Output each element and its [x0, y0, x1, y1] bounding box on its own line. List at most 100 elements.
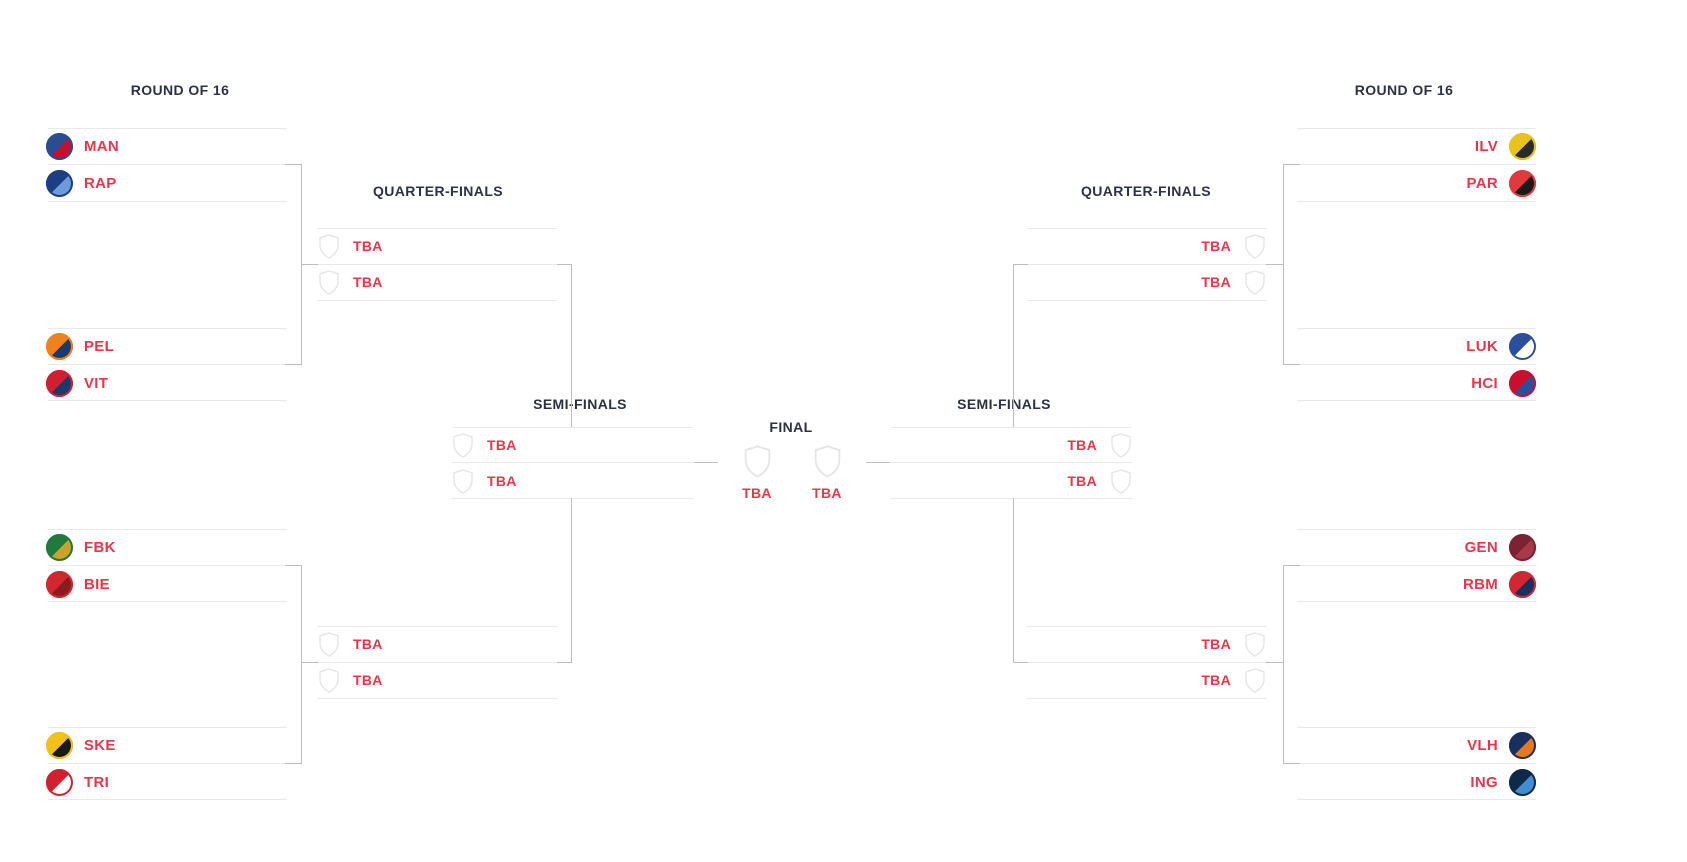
tba-label: TBA	[1201, 672, 1231, 688]
team-code: VLH	[1467, 736, 1498, 754]
divider-line	[48, 164, 287, 165]
connector-line	[557, 264, 572, 265]
team-row-rbm[interactable]: RBM	[1294, 566, 1536, 602]
divider-line	[1297, 799, 1536, 800]
qf-tba-slot: TBA	[318, 228, 557, 264]
team-code: PEL	[84, 337, 115, 355]
connector-line	[1283, 763, 1300, 764]
divider-line	[1027, 662, 1267, 663]
team-code: ING	[1470, 773, 1498, 791]
team-code: TRI	[84, 773, 110, 791]
team-row-hci[interactable]: HCI	[1294, 365, 1536, 401]
divider-line	[48, 601, 287, 602]
divider-line	[48, 529, 287, 530]
divider-line	[1297, 601, 1536, 602]
team-row-ing[interactable]: ING	[1294, 764, 1536, 800]
empty-shield-icon	[319, 667, 339, 693]
connector-line	[301, 662, 318, 663]
team-code: BIE	[84, 575, 110, 593]
final-tba-slot-right: TBA	[804, 445, 850, 501]
qf-tba-slot: TBA	[318, 662, 557, 698]
divider-line	[1297, 400, 1536, 401]
tba-label: TBA	[487, 437, 517, 453]
divider-line	[48, 201, 287, 202]
empty-shield-icon	[1245, 667, 1265, 693]
tba-label: TBA	[1201, 636, 1231, 652]
sf-tba-slot: TBA	[452, 427, 693, 463]
par-team-logo-icon	[1509, 169, 1536, 197]
team-row-pel[interactable]: PEL	[46, 328, 288, 364]
connector-line	[301, 264, 318, 265]
empty-shield-icon	[453, 468, 473, 494]
divider-line	[317, 300, 557, 301]
team-row-vit[interactable]: VIT	[46, 365, 288, 401]
empty-shield-icon	[1245, 269, 1265, 295]
tba-label: TBA	[353, 238, 383, 254]
man-team-logo-icon	[46, 132, 73, 160]
team-code: FBK	[84, 538, 116, 556]
divider-line	[48, 128, 287, 129]
pel-team-logo-icon	[46, 332, 73, 360]
team-row-ilv[interactable]: ILV	[1294, 128, 1536, 164]
connector-line	[1013, 264, 1014, 427]
divider-line	[1027, 228, 1267, 229]
qf-tba-slot: TBA	[1027, 662, 1266, 698]
connector-line	[1283, 164, 1284, 364]
connector-line	[694, 462, 718, 463]
divider-line	[452, 498, 693, 499]
team-row-vlh[interactable]: VLH	[1294, 727, 1536, 763]
connector-line	[557, 662, 572, 663]
ske-team-logo-icon	[46, 731, 73, 759]
divider-line	[48, 565, 287, 566]
team-row-par[interactable]: PAR	[1294, 165, 1536, 201]
team-code: MAN	[84, 137, 120, 155]
divider-line	[1297, 364, 1536, 365]
empty-shield-icon	[1111, 432, 1131, 458]
team-code: ILV	[1474, 137, 1498, 155]
team-code: HCI	[1471, 374, 1498, 392]
team-row-luk[interactable]: LUK	[1294, 328, 1536, 364]
quarter-finals-header-left: QUARTER-FINALS	[372, 183, 504, 199]
divider-line	[48, 727, 287, 728]
tba-label: TBA	[1201, 238, 1231, 254]
empty-shield-icon	[1111, 468, 1131, 494]
final-header: FINAL	[769, 419, 813, 435]
team-row-ske[interactable]: SKE	[46, 727, 288, 763]
team-row-bie[interactable]: BIE	[46, 566, 288, 602]
rbm-team-logo-icon	[1509, 570, 1536, 598]
divider-line	[48, 400, 287, 401]
connector-line	[1283, 565, 1300, 566]
team-row-gen[interactable]: GEN	[1294, 529, 1536, 565]
qf-tba-slot: TBA	[1027, 626, 1266, 662]
vlh-team-logo-icon	[1509, 731, 1536, 759]
divider-line	[317, 228, 557, 229]
fbk-team-logo-icon	[46, 533, 73, 561]
team-code: RAP	[84, 174, 117, 192]
divider-line	[1297, 727, 1536, 728]
divider-line	[317, 626, 557, 627]
final-tba-slot-left: TBA	[734, 445, 780, 501]
connector-line	[866, 462, 890, 463]
team-code: PAR	[1466, 174, 1498, 192]
divider-line	[1027, 300, 1267, 301]
connector-line	[571, 498, 572, 662]
divider-line	[1297, 529, 1536, 530]
connector-line	[1266, 264, 1283, 265]
empty-shield-icon	[319, 269, 339, 295]
team-row-fbk[interactable]: FBK	[46, 529, 288, 565]
divider-line	[1297, 164, 1536, 165]
connector-line	[1013, 264, 1028, 265]
divider-line	[452, 462, 693, 463]
vit-team-logo-icon	[46, 369, 73, 397]
divider-line	[1297, 328, 1536, 329]
semi-finals-header-left: SEMI-FINALS	[533, 396, 627, 412]
connector-line	[571, 264, 572, 427]
team-row-rap[interactable]: RAP	[46, 165, 288, 201]
divider-line	[1297, 201, 1536, 202]
divider-line	[1027, 626, 1267, 627]
team-row-tri[interactable]: TRI	[46, 764, 288, 800]
team-row-man[interactable]: MAN	[46, 128, 288, 164]
tba-label: TBA	[353, 672, 383, 688]
divider-line	[891, 462, 1132, 463]
connector-line	[1283, 565, 1284, 763]
